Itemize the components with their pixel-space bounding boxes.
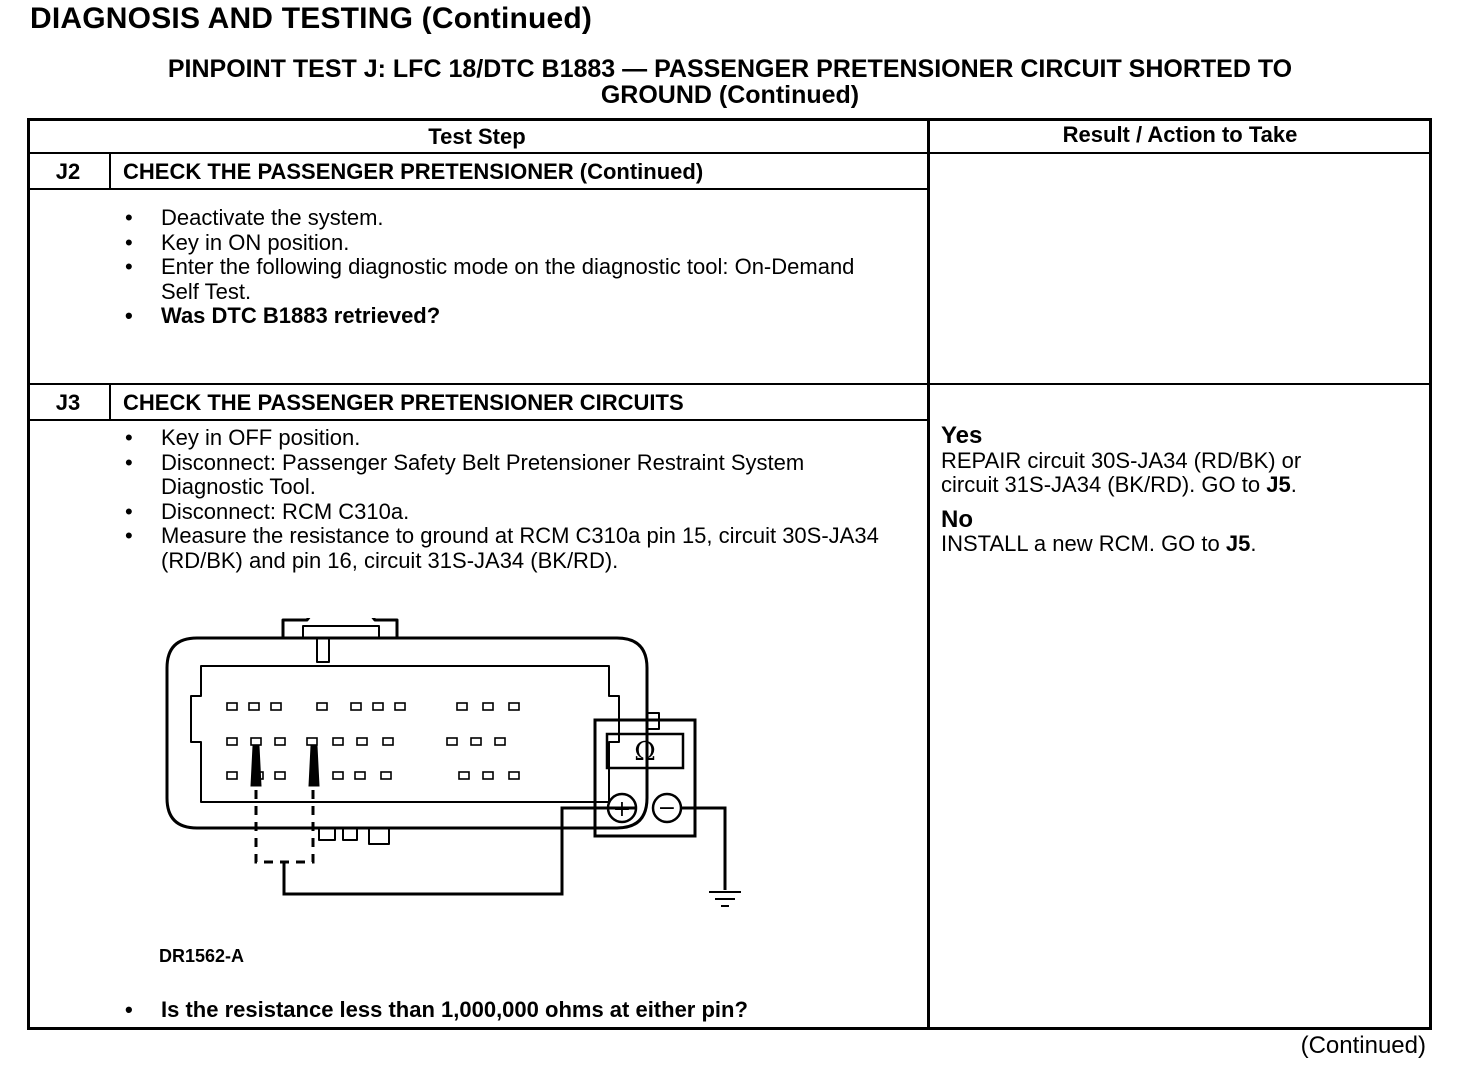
j3-result: Yes REPAIR circuit 30S-JA34 (RD/BK) or c… bbox=[941, 422, 1411, 557]
test-probes bbox=[250, 745, 320, 787]
connector-bottom-tabs bbox=[318, 828, 390, 845]
result-yes-line-2: circuit 31S-JA34 (BK/RD). GO to J5. bbox=[941, 472, 1297, 497]
table-border-left bbox=[27, 118, 30, 1030]
result-action-header: Result / Action to Take bbox=[1062, 122, 1298, 147]
ground-icon bbox=[709, 891, 741, 907]
j2-id-divider bbox=[109, 152, 111, 188]
lead-wire bbox=[282, 806, 635, 896]
j2-instructions: Deactivate the system. Key in ON positio… bbox=[123, 205, 863, 329]
pinpoint-test-title: PINPOINT TEST J: LFC 18/DTC B1883 — PASS… bbox=[80, 56, 1380, 108]
pin-cavities bbox=[226, 702, 520, 780]
figure-id: DR1562-A bbox=[159, 946, 245, 966]
result-yes-text: circuit 31S-JA34 (BK/RD). GO to bbox=[941, 472, 1267, 497]
connector-latch bbox=[281, 618, 399, 638]
minus-symbol: − bbox=[658, 796, 676, 821]
plus-symbol: + bbox=[613, 797, 631, 822]
result-no-label: No bbox=[941, 505, 973, 533]
list-item: Disconnect: Passenger Safety Belt Preten… bbox=[123, 450, 913, 500]
list-item: Is the resistance less than 1,000,000 oh… bbox=[123, 997, 913, 1023]
list-item: Disconnect: RCM C310a. bbox=[123, 499, 913, 525]
list-item: Was DTC B1883 retrieved? bbox=[123, 303, 863, 329]
result-yes-label: Yes bbox=[941, 422, 983, 449]
result-no-goto: J5 bbox=[1225, 531, 1251, 556]
ohmmeter-display bbox=[605, 732, 685, 770]
header-divider bbox=[27, 152, 1432, 154]
list-item: Deactivate the system. bbox=[123, 205, 863, 231]
test-step-header: Test Step bbox=[428, 124, 526, 149]
j3-instructions: Key in OFF position. Disconnect: Passeng… bbox=[123, 425, 913, 573]
test-title-line-1: PINPOINT TEST J: LFC 18/DTC B1883 — PASS… bbox=[167, 55, 1293, 83]
step-title-j2: CHECK THE PASSENGER PRETENSIONER (Contin… bbox=[123, 159, 704, 184]
step-id-j2: J2 bbox=[55, 159, 81, 184]
result-no-line: INSTALL a new RCM. GO to J5. bbox=[941, 531, 1257, 556]
list-item: Enter the following diagnostic mode on t… bbox=[123, 254, 863, 304]
j3-question-list: Is the resistance less than 1,000,000 oh… bbox=[123, 997, 913, 1023]
result-no-text: INSTALL a new RCM. GO to bbox=[941, 531, 1226, 556]
list-item: Measure the resistance to ground at RCM … bbox=[123, 523, 913, 573]
page-header: DIAGNOSIS AND TESTING (Continued) bbox=[30, 2, 593, 35]
probe-leads bbox=[254, 790, 315, 864]
list-item: Key in ON position. bbox=[123, 230, 863, 256]
diagnostic-table: Test Step Result / Action to Take J2 CHE… bbox=[27, 118, 1432, 1030]
connector-body bbox=[165, 636, 649, 830]
j3-id-divider bbox=[109, 383, 111, 419]
column-divider bbox=[927, 118, 930, 1030]
connector-meter-diagram: Ω + − bbox=[165, 618, 741, 907]
step-title-j3: CHECK THE PASSENGER PRETENSIONER CIRCUIT… bbox=[123, 390, 684, 415]
test-title-line-2: GROUND (Continued) bbox=[600, 81, 860, 109]
ohmmeter-body bbox=[593, 718, 697, 838]
continued-label: (Continued) bbox=[1300, 1032, 1426, 1059]
ohm-symbol: Ω bbox=[634, 737, 656, 767]
result-yes-line-1: REPAIR circuit 30S-JA34 (RD/BK) or bbox=[941, 447, 1302, 473]
step-separator bbox=[27, 383, 1432, 385]
positive-terminal bbox=[606, 792, 638, 824]
j2-title-underline bbox=[27, 188, 927, 190]
step-id-j3: J3 bbox=[55, 390, 81, 415]
result-yes-goto: J5 bbox=[1266, 472, 1291, 497]
table-border-top bbox=[27, 118, 1432, 121]
table-border-bottom bbox=[27, 1027, 1432, 1030]
table-border-right bbox=[1429, 118, 1432, 1030]
j3-title-underline bbox=[27, 419, 927, 421]
ground-wire bbox=[681, 806, 727, 890]
list-item: Key in OFF position. bbox=[123, 425, 913, 451]
